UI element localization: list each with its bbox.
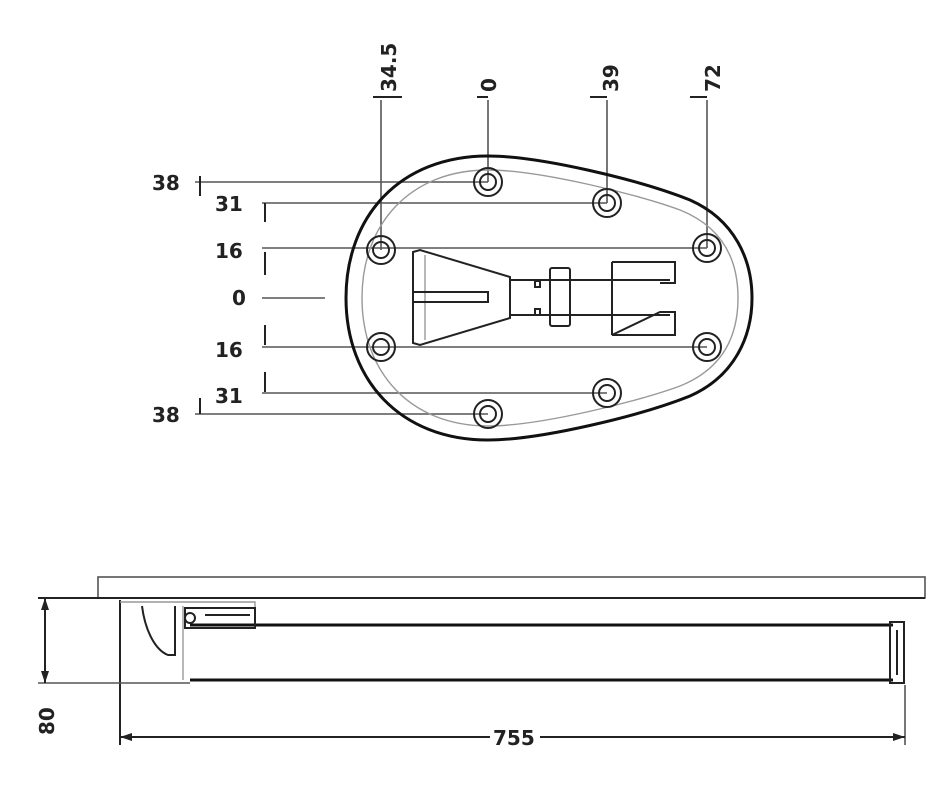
mounting-hole: [366, 235, 396, 265]
mounting-hole: [592, 378, 622, 408]
hinge-housing: [119, 600, 256, 745]
plate-inner-outline: [361, 169, 739, 427]
x-dim-72: 72: [701, 64, 725, 92]
y-dim-16-top: 16: [215, 239, 243, 263]
end-cap: [889, 621, 905, 684]
side-view: 80 755: [35, 576, 926, 750]
mounting-hole: [473, 399, 503, 429]
plate-outline: [344, 154, 754, 442]
height-dim-80: 80: [35, 707, 59, 735]
x-dim-39: 39: [599, 64, 623, 92]
y-dim-38-top: 38: [152, 171, 180, 195]
x-dim-34-5: 34.5: [377, 43, 401, 92]
y-dim-0: 0: [232, 286, 246, 310]
x-extension-lines: [373, 96, 708, 250]
y-dim-31-top: 31: [215, 192, 243, 216]
deck-plate: [97, 576, 926, 599]
mounting-hole: [592, 188, 622, 218]
mounting-hole: [692, 332, 722, 362]
mounting-hole: [692, 233, 722, 263]
length-dim-755: 755: [493, 726, 535, 750]
y-dim-38-bottom: 38: [152, 403, 180, 427]
hinge-mechanism: [412, 248, 676, 347]
y-dim-16-bottom: 16: [215, 338, 243, 362]
y-dim-31-bottom: 31: [215, 384, 243, 408]
mounting-holes: [366, 167, 722, 429]
y-extension-lines: [195, 176, 707, 415]
top-view: 34.5 0 39 72 38 31 16 0 16 31 38: [152, 43, 754, 442]
mounting-hole: [366, 332, 396, 362]
mounting-hole: [473, 167, 503, 197]
x-dim-0: 0: [477, 78, 501, 92]
